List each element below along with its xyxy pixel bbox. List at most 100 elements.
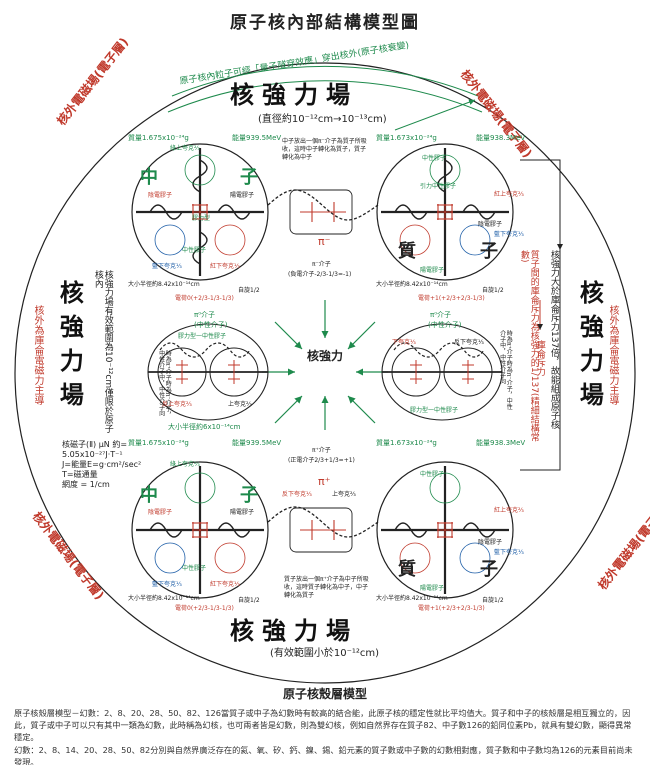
pion-left-label: π⁰介子 xyxy=(194,311,216,319)
footer-title: 原子核殼層模型 xyxy=(282,687,367,701)
coupling-line-2: 5.05x10⁻²⁷J·T⁻¹ xyxy=(62,450,123,459)
pion-right-note: 時為π⁺介子時為π⁻介子，中性介子中，中性介子向 xyxy=(498,330,513,410)
pion-bottom-up: 上夸克²⁄₃ xyxy=(332,491,356,498)
proton-bottom-note: 質子放出一個π⁺介子為中子所吸收，這時質子轉化為中子，中子轉化為質子 xyxy=(284,576,369,599)
footer-paragraph-2: 幻數：2、8、14、20、28、50、82分別與自然界廣泛存在的氦、氧、矽、鈣、… xyxy=(14,745,633,765)
proton-top-gluon-force: 引力中性膠子 xyxy=(420,183,457,190)
neutron-top-note: 中子放出一個π⁻介子為質子所吸收，這時中子轉化為質子，質子轉化為中子 xyxy=(282,138,367,161)
neutron-top-energy: 能量939.5MeV xyxy=(232,134,282,142)
neutron-top-mass: 質量1.675x10⁻²⁴g xyxy=(128,134,189,142)
neutron-bottom-up-quark: 綠上夸克²⁄₃ xyxy=(170,461,200,468)
neutron-bottom-spin: 自旋1/2 xyxy=(238,597,260,604)
strong-field-bottom-range: (有效範圍小於10⁻¹²cm) xyxy=(270,648,380,659)
outer-left-side: 核外為庫侖電磁力主導 xyxy=(32,305,43,405)
proton-top-charge: 電荷+1(+2/3+2/3-1/3) xyxy=(418,295,485,302)
proton-bottom-circle xyxy=(376,461,514,599)
right-red-note: 質子間的庫侖斥力為核強力的1/137(精細結構常數) xyxy=(518,250,539,442)
coupling-line-1: 核磁子(Ⅱ) μN 約= xyxy=(62,440,128,449)
neutron-top-size: 大小半徑約8.42x10⁻¹⁴cm xyxy=(128,281,200,288)
neutron-bottom-name-right: 子 xyxy=(240,485,258,506)
proton-bottom-down-quark: 藍下夸克¹⁄₃ xyxy=(494,549,524,556)
proton-top-circle xyxy=(376,143,514,281)
pion-bottom-symbol: π⁺ xyxy=(318,475,331,488)
coupling-line-3: J=能量E=g·cm²/sec² xyxy=(62,460,142,469)
proton-bottom-name-left: 質 xyxy=(398,559,416,580)
neutron-top-gluon-neg: 陰電膠子 xyxy=(148,192,173,199)
neutron-bottom-gluon-pos: 陽電膠子 xyxy=(230,509,255,516)
pion-left-charge: (中性介子) xyxy=(194,321,228,329)
pion-left-force: 膠力型一中性膠子 xyxy=(178,333,227,340)
proton-bottom-gluon-neutral: 中性膠子 xyxy=(420,471,445,478)
pion-bottom-connector xyxy=(267,506,379,553)
proton-top-gluon-neg: 陰電膠子 xyxy=(478,221,503,228)
pion-top-connector xyxy=(267,189,379,235)
strong-field-left: 核強力場 xyxy=(55,280,84,416)
page-title: 原子核內部結構模型圖 xyxy=(230,13,420,33)
pion-top-charge: (負電介子-2/3-1/3=-1) xyxy=(288,271,352,278)
proton-top-down-quark: 藍下夸克¹⁄₃ xyxy=(494,231,524,238)
proton-top-mass: 質量1.673x10⁻²⁴g xyxy=(376,134,437,142)
proton-top-spin: 自旋1/2 xyxy=(482,287,504,294)
center-arrows xyxy=(262,300,388,430)
neutron-top-charge: 電荷0(+2/3-1/3-1/3) xyxy=(175,295,234,302)
pion-top-symbol: π⁻ xyxy=(318,235,331,248)
pion-right-charge: (中性介子) xyxy=(428,321,462,329)
neutron-top-spin: 自旋1/2 xyxy=(238,287,260,294)
pion-right-circles xyxy=(381,323,503,421)
pion-left-anti: 反上夸克²⁄₃ xyxy=(162,401,192,408)
pion-bottom-charge: (正電介子2/3+1/3=+1) xyxy=(288,457,355,464)
pion-top-label: π⁻介子 xyxy=(312,261,331,268)
proton-bottom-up-quark: 紅上夸克²⁄₃ xyxy=(494,507,524,514)
right-red-short: 庫侖斥力 xyxy=(534,340,545,376)
strong-field-top: 核強力場 xyxy=(230,81,358,109)
strong-field-right: 核強力場 xyxy=(575,280,604,416)
pion-bottom-label: π⁺介子 xyxy=(312,447,331,454)
strong-field-right-note: 核強力大於庫侖斥力137倍，故能組成原子核 xyxy=(548,250,559,430)
proton-bottom-gluon-pos: 陽電膠子 xyxy=(420,585,445,592)
neutron-bottom-energy: 能量939.5MeV xyxy=(232,439,282,447)
neutron-bottom-circle xyxy=(131,461,269,599)
center-label: 核強力 xyxy=(306,349,343,363)
outer-ring xyxy=(14,62,636,684)
proton-bottom-spin: 自旋1/2 xyxy=(482,597,504,604)
neutron-bottom-name-left: 中 xyxy=(140,485,158,506)
outer-right-side: 核外為庫侖電磁力主導 xyxy=(607,305,618,405)
strong-field-bottom: 核強力場 xyxy=(230,617,358,645)
pion-left-note: 時為π⁺介子時為π⁻介子，中性介子中，中性介子向 xyxy=(157,350,172,418)
neutron-top-gluon-neutral: 中性膠子 xyxy=(182,247,207,254)
coupling-line-5: 網度 = 1/cm xyxy=(62,480,110,489)
pion-left-circles xyxy=(147,323,269,421)
pion-right-anti: 反下夸克¹⁄₃ xyxy=(454,339,484,346)
proton-bottom-mass: 質量1.673x10⁻²⁴g xyxy=(376,439,437,447)
right-bracket xyxy=(520,159,563,471)
neutron-top-gluon-pos: 陽電膠子 xyxy=(230,192,255,199)
proton-top-name-right: 子 xyxy=(480,241,498,262)
proton-bottom-energy: 能量938.3MeV xyxy=(476,439,526,447)
neutron-top-down-blue: 藍下夸克¹⁄₃ xyxy=(152,263,182,270)
neutron-top-name-right: 子 xyxy=(240,167,258,188)
pion-left-up: 上夸克²⁄₃ xyxy=(228,401,252,408)
neutron-top-gluon-force: 膠力型 xyxy=(192,215,211,222)
neutron-bottom-gluon-neutral: 中性膠子 xyxy=(182,565,207,572)
neutron-bottom-mass: 質量1.675x10⁻²⁴g xyxy=(128,439,189,447)
pion-left-size: 大小半徑約6x10⁻¹⁴cm xyxy=(168,423,241,431)
proton-bottom-size: 大小半徑約8.42x10⁻¹⁴cm xyxy=(376,595,448,602)
pion-right-force: 膠力型一中性膠子 xyxy=(410,407,459,414)
neutron-top-down-red: 紅下夸克¹⁄₃ xyxy=(210,263,240,270)
neutron-bottom-down-red: 紅下夸克¹⁄₃ xyxy=(210,581,240,588)
neutron-top-circle xyxy=(131,143,269,281)
neutron-bottom-down-blue: 藍下夸克¹⁄₃ xyxy=(152,581,182,588)
proton-top-gluon-pos: 陽電膠子 xyxy=(420,267,445,274)
proton-top-size: 大小半徑約8.42x10⁻¹⁴cm xyxy=(376,281,448,288)
strong-field-left-note: 核強力場有效範圍為10⁻¹²cm僅限於原子核內 xyxy=(92,270,113,434)
neutron-top-name-left: 中 xyxy=(140,167,158,188)
proton-bottom-name-right: 子 xyxy=(480,559,498,580)
proton-top-name-left: 質 xyxy=(398,241,416,262)
neutron-bottom-size: 大小半徑約8.42x10⁻¹⁴cm xyxy=(128,595,200,602)
coupling-line-4: T=磁通量 xyxy=(62,470,98,479)
proton-bottom-charge: 電荷+1(+2/3+2/3-1/3) xyxy=(418,605,485,612)
pion-right-label: π⁰介子 xyxy=(430,311,452,319)
proton-top-up-quark: 紅上夸克²⁄₃ xyxy=(494,191,524,198)
